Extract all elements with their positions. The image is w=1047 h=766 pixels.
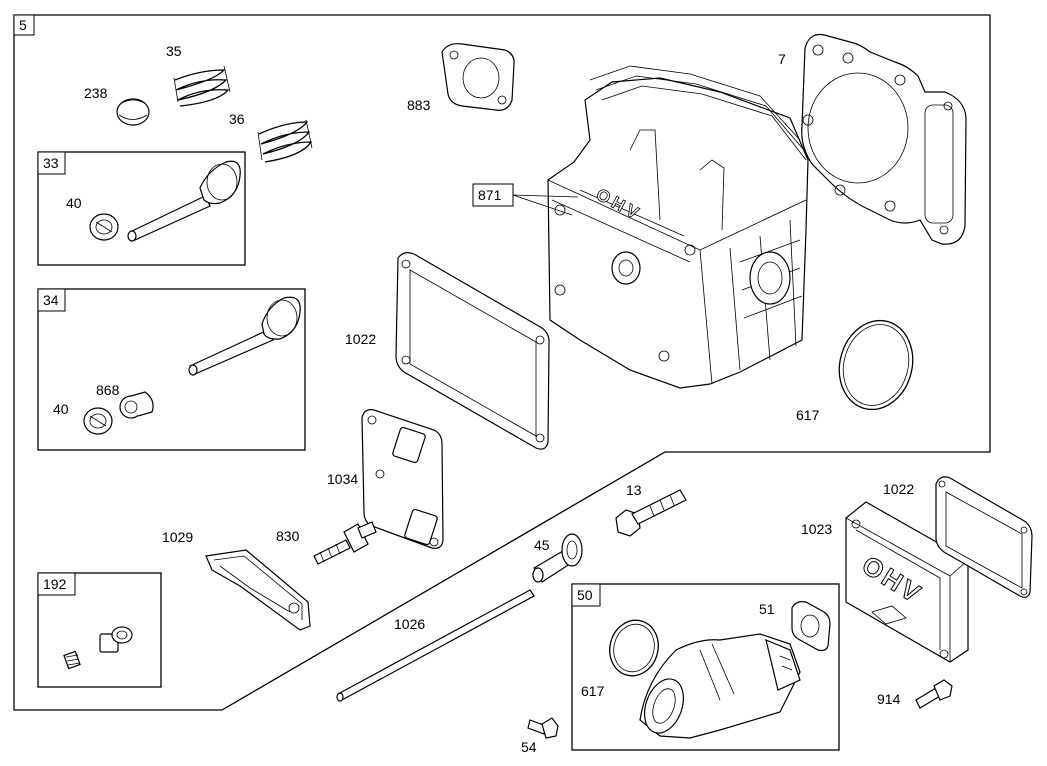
callout-35: 35 bbox=[166, 43, 182, 59]
callout-1022b: 1022 bbox=[883, 481, 914, 497]
valve-cap-238 bbox=[116, 98, 150, 126]
callout-54: 54 bbox=[521, 739, 537, 755]
callout-13: 13 bbox=[626, 482, 642, 498]
intake-manifold bbox=[639, 633, 801, 739]
group-33-label: 33 bbox=[43, 155, 59, 171]
push-rod-1026 bbox=[336, 589, 535, 702]
screw-914 bbox=[915, 679, 953, 709]
group-34-box bbox=[37, 288, 66, 312]
tappet-screw bbox=[63, 650, 81, 670]
group-5-box bbox=[13, 14, 35, 36]
valve-seal-868 bbox=[119, 391, 154, 419]
cylinder-head-871: OHV bbox=[547, 65, 809, 389]
valve-spring-36 bbox=[257, 119, 313, 163]
o-ring-617a bbox=[838, 319, 914, 411]
callout-51: 51 bbox=[759, 601, 775, 617]
exhaust-gasket-883 bbox=[441, 43, 515, 111]
callout-617a: 617 bbox=[796, 407, 820, 423]
tappet-adjuster bbox=[99, 626, 133, 653]
rocker-stud-830 bbox=[313, 521, 377, 565]
callout-1029: 1029 bbox=[162, 529, 193, 545]
bolt-13 bbox=[615, 489, 687, 537]
callout-40b: 40 bbox=[53, 401, 69, 417]
exhaust-valve bbox=[127, 160, 241, 242]
leader-871a bbox=[512, 194, 573, 216]
callout-7: 7 bbox=[778, 51, 786, 67]
callout-1022a: 1022 bbox=[345, 331, 376, 347]
rocker-cover-1023: OHV bbox=[845, 501, 969, 663]
push-rod-guide-45 bbox=[532, 533, 583, 583]
rocker-arm-1029 bbox=[205, 549, 311, 631]
breather-plate-1034 bbox=[361, 409, 444, 549]
rocker-cover-gasket-1022a bbox=[395, 252, 550, 450]
o-ring-617b bbox=[609, 619, 659, 677]
intake-gasket-51 bbox=[791, 601, 831, 652]
screw-54 bbox=[527, 717, 559, 739]
valve-spring-35 bbox=[173, 65, 231, 107]
group-50-box bbox=[571, 583, 601, 607]
callout-883: 883 bbox=[407, 97, 431, 113]
callout-40a: 40 bbox=[66, 195, 82, 211]
group-871-label: 871 bbox=[478, 187, 502, 203]
callout-914: 914 bbox=[877, 691, 901, 707]
callout-45: 45 bbox=[534, 537, 550, 553]
group-34-outline bbox=[37, 288, 306, 451]
group-50-label: 50 bbox=[577, 587, 593, 603]
group-33-box bbox=[37, 151, 66, 175]
group-5-outline bbox=[13, 14, 991, 711]
callout-1023: 1023 bbox=[801, 521, 832, 537]
group-192-outline bbox=[37, 572, 162, 688]
callout-617b: 617 bbox=[581, 683, 605, 699]
intake-valve bbox=[188, 296, 301, 376]
callout-36: 36 bbox=[229, 111, 245, 127]
callout-1034: 1034 bbox=[327, 471, 358, 487]
group-5-label: 5 bbox=[19, 17, 27, 33]
group-50-outline bbox=[571, 583, 840, 751]
group-34-label: 34 bbox=[43, 292, 59, 308]
callout-868: 868 bbox=[96, 382, 120, 398]
valve-keeper-40a bbox=[89, 213, 119, 241]
head-gasket-7 bbox=[801, 33, 967, 245]
group-33-outline bbox=[37, 151, 246, 266]
group-192-box bbox=[37, 572, 76, 596]
rocker-cover-gasket-1022b bbox=[935, 476, 1033, 598]
valve-keeper-40b bbox=[83, 407, 113, 435]
callout-1026: 1026 bbox=[394, 616, 425, 632]
leader-871b bbox=[512, 194, 579, 198]
group-192-label: 192 bbox=[43, 576, 67, 592]
callout-830: 830 bbox=[276, 528, 300, 544]
callout-238: 238 bbox=[84, 85, 108, 101]
